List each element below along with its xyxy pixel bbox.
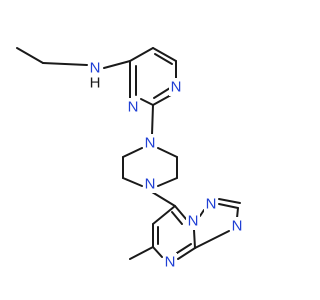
atom-H_amine-label: H <box>90 75 101 92</box>
atom-N_pyr1: N <box>169 78 183 96</box>
bond-tp-n4-c3a <box>194 230 230 249</box>
bond-tp-c5-n4 <box>152 246 163 258</box>
atom-N_pyr3-label: N <box>128 99 139 116</box>
bond-ethyl-ch3-ch2 <box>16 47 44 64</box>
bond-pip-n4-c7 <box>151 191 176 207</box>
atom-N_tp1-label: N <box>188 213 199 230</box>
bond-pyr-c4-c5 <box>129 47 154 62</box>
bond-pyr-n1-c2 <box>152 94 172 106</box>
atom-N_tp4-label: N <box>232 218 243 235</box>
bond-pyr-c2-n3 <box>140 98 154 106</box>
bond-tp-n4-c3a <box>177 247 196 260</box>
bond-tp-n1-c7 <box>174 205 187 220</box>
atom-N_pip4: N <box>143 175 157 193</box>
atom-N_tp5-label: N <box>165 254 176 271</box>
bond-layer <box>16 47 241 260</box>
bond-tp-c7-c6 <box>152 205 176 225</box>
molecule-structure: N H N N N N N N <box>16 47 244 271</box>
bond-amine-n-c4 <box>103 60 131 69</box>
bond-pyr-c5-c6-inner <box>154 53 173 65</box>
atom-N_tp2-label: N <box>206 196 217 213</box>
atom-N_pip1-label: N <box>145 135 156 152</box>
atom-H_amine: H <box>88 75 102 92</box>
atom-N_amine: N <box>88 59 102 77</box>
atom-N_tp1: N <box>186 212 200 230</box>
atom-N_tp4: N <box>230 217 244 235</box>
bond-tp-n2-c3 <box>218 203 239 209</box>
atom-N_pyr3: N <box>126 98 140 116</box>
bond-tp-c5-methyl <box>129 246 154 260</box>
bond-pip-c3-n4 <box>157 177 178 187</box>
bond-pip-c6-n1 <box>122 147 143 158</box>
bond-pyr-c5-c6 <box>152 47 177 62</box>
bond-pyr-n1-c2-inner <box>153 87 171 99</box>
bond-pip-n1-c2 <box>157 147 178 158</box>
atom-N_pip4-label: N <box>145 176 156 193</box>
bond-tp-c3a-n1 <box>193 229 196 249</box>
atom-N_amine-label: N <box>90 60 101 77</box>
atom-N_tp2: N <box>204 195 218 213</box>
bond-tp-n1-c7-inner <box>171 211 183 225</box>
atom-N_tp5: N <box>163 253 177 271</box>
bond-pip-n4-c5 <box>122 177 143 187</box>
bond-pyr-c2-pip-n1 <box>151 104 154 136</box>
bond-tp-n4-c3a-inner <box>176 243 192 254</box>
bond-tp-n2-c3-inner <box>218 198 241 204</box>
bond-tp-n1-n2 <box>199 209 205 217</box>
bond-tp-c3-n4 <box>236 207 239 219</box>
atom-layer: N H N N N N N N <box>88 59 244 271</box>
bond-ethyl-ch2-n <box>42 62 88 66</box>
atom-N_pip1: N <box>143 134 157 152</box>
atom-N_pyr1-label: N <box>171 79 182 96</box>
